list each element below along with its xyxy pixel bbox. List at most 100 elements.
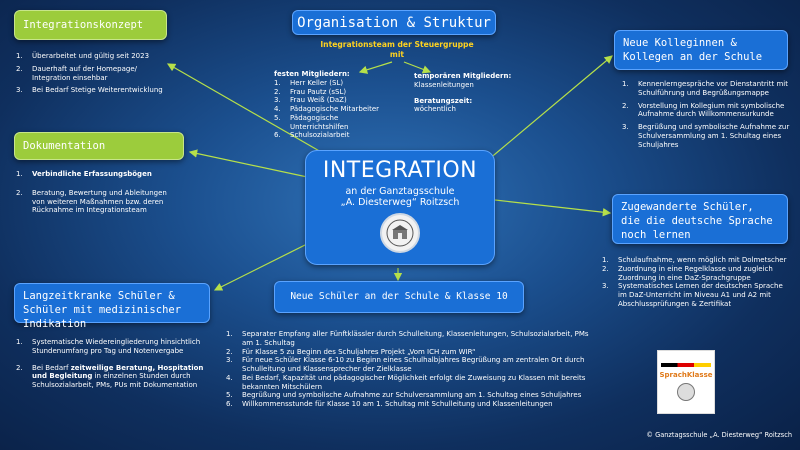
arrow-to-team-left — [358, 61, 393, 74]
integrationskonzept-title-box: Integrationskonzept — [14, 10, 167, 40]
meeting-heading: Beratungszeit: — [414, 96, 473, 105]
list-item: 6. Schulsozialarbeit — [274, 131, 386, 140]
list-item-text: Dauerhaft auf der Homepage/ Integration … — [32, 64, 137, 82]
list-item-number: 5. — [226, 391, 233, 400]
list-item: 3.Frau Weiß (DaZ) — [274, 96, 386, 105]
list-item-number: 2. — [226, 347, 233, 356]
list-item-number: 4. — [274, 105, 281, 113]
list-item-text: Pädagogische Mitarbeiter — [290, 105, 380, 113]
langzeitkranke-list: 1. Systematische Wiedereingliederung hin… — [16, 338, 206, 394]
list-item-number: 3. — [602, 282, 609, 291]
list-item-number: 1. — [16, 52, 23, 60]
team-heading: Integrationsteam der Steuergruppe mit — [282, 40, 512, 60]
integrationskonzept-title: Integrationskonzept — [23, 18, 144, 31]
dokumentation-list: 1. Verbindliche Erfassungsbögen 2. Berat… — [16, 170, 176, 219]
list-item-text: Für Klasse 5 zu Beginn des Schuljahres P… — [242, 347, 476, 356]
list-item-text: Vorstellung im Kollegium mit symbolische… — [638, 101, 785, 119]
temp-members-heading: temporären Mitgliedern: — [414, 72, 512, 80]
list-item-text: Bei Bedarf, Kapazität und pädagogischer … — [242, 373, 586, 391]
list-item: 3. Für neue Schüler Klasse 6-10 zu Beginn… — [226, 356, 596, 374]
team-heading-line2: mit — [389, 49, 405, 59]
list-item: 1. Verbindliche Erfassungsbögen — [16, 170, 152, 178]
list-item-text: Pädagogische Unterrichtshilfen — [290, 113, 349, 131]
list-item-text: Kennenlerngespräche vor Dienstantritt mi… — [638, 80, 788, 97]
arrow-to-zugewanderte — [494, 199, 612, 217]
langzeitkranke-title: Langzeitkranke Schüler & Schüler mit med… — [23, 290, 182, 331]
list-item: 1. Separater Empfang aller Fünftklässler … — [226, 330, 596, 348]
list-item: 2. Frau Pautz (sSL) — [274, 88, 386, 97]
list-item: 2. Beratung, Bewertung und Ableitungen v… — [16, 188, 167, 215]
list-item-text: Frau Pautz (sSL) — [290, 87, 347, 96]
fixed-members-heading: festen Mitgliedern: — [274, 70, 350, 78]
list-item-number: 1. — [622, 80, 629, 88]
list-item: 4. Bei Bedarf, Kapazität und pädagogische… — [226, 374, 596, 392]
center-line2: an der Ganztagsschule — [345, 186, 455, 198]
school-seal-icon — [380, 213, 420, 254]
list-item-number: 6. — [274, 131, 281, 140]
neue-schueler-title: Neue Schüler an der Schule & Klasse 10 — [290, 290, 508, 302]
list-item: 3.Begrüßung und symbolische Aufnahme zur… — [622, 123, 792, 149]
neue-kollegen-list: 1. Kennenlerngespräche vor Dienstantritt … — [622, 80, 792, 153]
list-item-number: 3. — [226, 356, 233, 365]
list-item-number: 4. — [226, 373, 233, 382]
copyright: © Ganztagsschule „A. Diesterweg“ Roitzsc… — [646, 431, 792, 439]
list-item-number: 2. — [274, 87, 281, 96]
neue-schueler-list: 1. Separater Empfang aller Fünftklässler … — [226, 330, 596, 409]
fixed-members-list: 1. Herr Keller (SL) 2. Frau Pautz (sSL)3.Fr… — [274, 79, 386, 140]
langzeitkranke-title-box: Langzeitkranke Schüler & Schüler mit med… — [14, 283, 210, 330]
list-item-number: 1. — [602, 256, 609, 264]
list-item-text: Herr Keller (SL) — [290, 78, 344, 87]
integrationskonzept-list: 1. Überarbeitet und gültig seit 2023 2. Dau… — [16, 52, 176, 99]
list-item-text: Schulsozialarbeit — [290, 131, 350, 140]
list-item-number: 3. — [622, 123, 629, 131]
dokumentation-title: Dokumentation — [23, 139, 106, 152]
title-box: Organisation & Struktur — [292, 10, 496, 35]
list-item-number: 1. — [226, 330, 233, 338]
list-item-number: 3. — [274, 96, 281, 105]
list-item: 2. Bei Bedarf zeitweilige Beratung, Hosp… — [16, 363, 204, 390]
list-item: 3. Systematisches Lernen der deutschen Sp… — [602, 282, 792, 308]
list-item: 5. Pädagogische Unterrichtshilfen — [274, 114, 386, 132]
neue-schueler-title-box: Neue Schüler an der Schule & Klasse 10 — [274, 281, 524, 313]
list-item: 5. Begrüßung und symbolische Aufnahme zur… — [226, 391, 596, 400]
arrow-to-dokumentation — [188, 149, 313, 179]
list-item: 1. Systematische Wiedereingliederung hin… — [16, 338, 201, 355]
list-item: 4. Pädagogische Mitarbeiter — [274, 105, 386, 114]
temp-members: temporären Mitgliedern: Klassenleitungen… — [414, 72, 534, 114]
dokumentation-title-box: Dokumentation — [14, 132, 184, 160]
list-item-number: 5. — [274, 113, 281, 122]
list-item-number: 1. — [274, 78, 281, 87]
list-item: 2. Dauerhaft auf der Homepage/ Integratio… — [16, 65, 176, 83]
neue-kollegen-title: Neue Kolleginnen & Kollegen an der Schul… — [623, 37, 763, 64]
arrow-to-neue-kollegen — [487, 55, 613, 161]
list-item-number: 2. — [16, 64, 23, 73]
neue-kollegen-title-box: Neue Kolleginnen & Kollegen an der Schul… — [614, 30, 788, 70]
sprachklasse-logo: SprachKlasse — [657, 350, 715, 414]
fixed-members: festen Mitgliedern: 1.Herr Keller (SL)2.… — [274, 70, 386, 140]
list-item: 1. Überarbeitet und gültig seit 2023 — [16, 52, 176, 61]
center-title: INTEGRATION — [322, 158, 478, 183]
sprachklasse-logo-text: SprachKlasse — [659, 371, 713, 379]
list-item-text: Separater Empfang aller Fünftklässler du… — [242, 330, 589, 347]
list-item-text: Für neue Schüler Klasse 6-10 zu Beginn e… — [242, 356, 585, 373]
zugewanderte-list: 1.Schulaufnahme, wenn möglich mit Dolmet… — [602, 256, 792, 309]
list-item-text: Überarbeitet und gültig seit 2023 — [32, 52, 150, 60]
flag-stripes-icon — [661, 363, 711, 367]
list-item: 2. Für Klasse 5 zu Beginn des Schuljahres… — [226, 348, 596, 357]
list-item: 1. Herr Keller (SL) — [274, 79, 386, 88]
list-item: 1. Kennenlerngespräche vor Dienstantritt … — [622, 80, 792, 98]
list-item-text: Bei Bedarf Stetige Weiterentwicklung — [32, 86, 163, 95]
list-item: 1.Schulaufnahme, wenn möglich mit Dolmet… — [602, 256, 792, 265]
list-item-number: 6. — [226, 400, 233, 408]
list-item-text: Willkommensstunde für Klasse 10 am 1. Sc… — [242, 400, 553, 408]
meeting-text: wöchentlich — [414, 105, 456, 114]
temp-members-text: Klassenleitungen — [414, 80, 474, 89]
list-item-text: Begrüßung und symbolische Aufnahme zur S… — [242, 391, 582, 400]
list-item-number: 2. — [602, 264, 609, 273]
list-item: 2. Vorstellung im Kollegium mit symbolisc… — [622, 102, 792, 120]
list-item: 2. Zuordnung in eine Regelklasse und zugl… — [602, 265, 792, 283]
zugewanderte-title-box: Zugewanderte Schüler, die die deutsche S… — [612, 194, 788, 244]
list-item-text: Zuordnung in eine Regelklasse und zuglei… — [618, 264, 773, 282]
list-item-number: 2. — [622, 101, 629, 110]
list-item-text: Systematisches Lernen der deutschen Spra… — [618, 282, 783, 308]
